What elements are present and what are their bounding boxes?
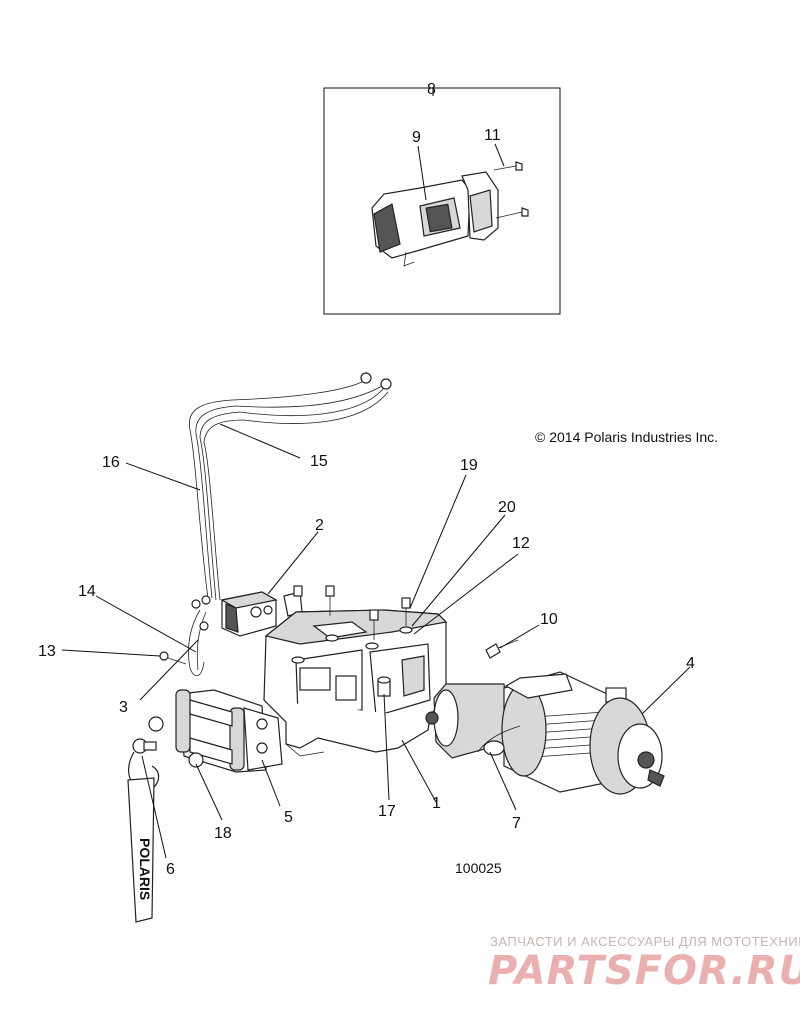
inset-frame — [323, 87, 561, 315]
callout-16: 16 — [102, 454, 120, 471]
callout-3: 3 — [119, 699, 128, 716]
callout-12: 12 — [512, 535, 530, 552]
copyright-text: © 2014 Polaris Industries Inc. — [535, 429, 718, 445]
callout-5: 5 — [284, 809, 293, 826]
watermark-tagline: ЗАПЧАСТИ И АКСЕССУАРЫ ДЛЯ МОТОТЕХНИКИ — [490, 934, 800, 949]
strap-brand-text: POLARIS — [137, 838, 153, 900]
remote-control-drawing — [371, 161, 529, 267]
callout-2: 2 — [315, 517, 324, 534]
diagram-number: 100025 — [455, 860, 502, 876]
winch-mount-drawing — [263, 585, 519, 757]
leader-lines — [61, 88, 691, 859]
callout-19: 19 — [460, 457, 478, 474]
callout-20: 20 — [498, 499, 516, 516]
callout-14: 14 — [78, 583, 96, 600]
watermark-logo: PARTSFOR.RU — [488, 948, 800, 994]
hook-strap-drawing: POLARIS — [127, 738, 160, 923]
callout-4: 4 — [686, 655, 695, 672]
callout-6: 6 — [166, 861, 175, 878]
callout-1: 1 — [432, 795, 441, 812]
callout-9: 9 — [412, 129, 421, 146]
callout-10: 10 — [540, 611, 558, 628]
power-cables-drawing — [159, 372, 392, 676]
callout-17: 17 — [378, 803, 396, 820]
callout-18: 18 — [214, 825, 232, 842]
contactor-drawing — [220, 585, 303, 637]
callout-7: 7 — [512, 815, 521, 832]
callout-11: 11 — [484, 127, 501, 144]
callout-13: 13 — [38, 643, 56, 660]
callout-15: 15 — [310, 453, 328, 470]
winch-drawing — [425, 671, 665, 795]
callout-8: 8 — [427, 81, 436, 98]
roller-fairlead-drawing — [148, 689, 283, 773]
callout-numbers: 8 9 11 15 16 2 14 13 3 19 20 12 10 4 17 … — [38, 81, 695, 878]
